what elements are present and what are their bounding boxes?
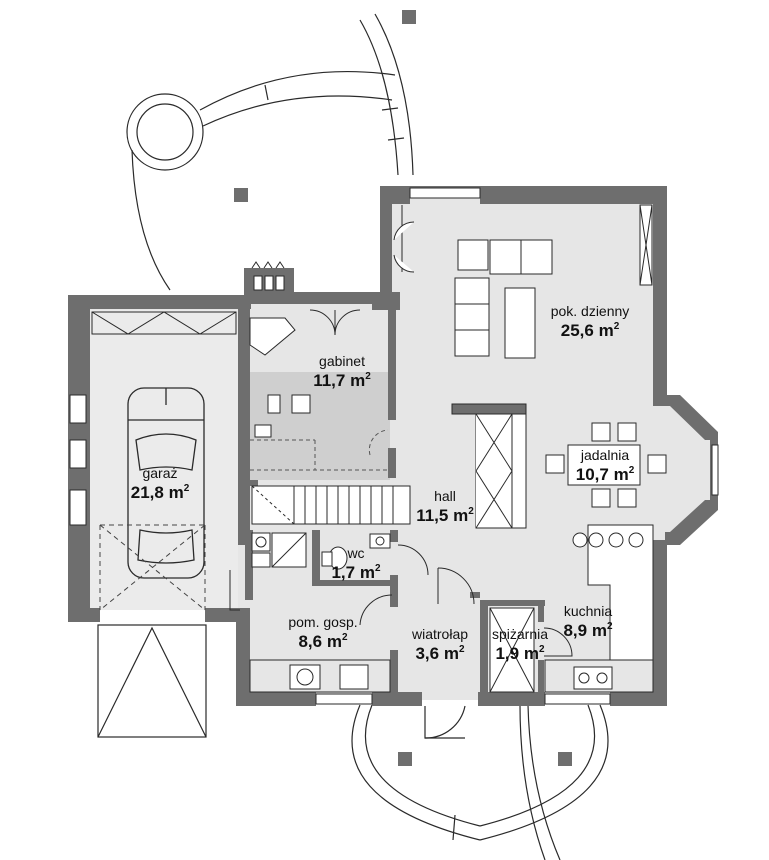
pantry-shelves [489, 607, 573, 693]
chimney-flues [251, 261, 285, 291]
room-vestibule: wiatrołap 3,6 m2 [411, 626, 469, 663]
garage-shelf [91, 311, 237, 335]
garden-path [126, 13, 414, 291]
utility-fixtures [229, 532, 393, 693]
vestibule-door [437, 567, 475, 605]
room-office: gabinet 11,7 m2 [313, 353, 371, 390]
wc-fixtures [321, 533, 429, 576]
floor-fills [80, 188, 710, 700]
stairs [251, 485, 411, 525]
entrance-steps [351, 704, 609, 860]
living-room-furniture [393, 205, 553, 359]
windows [69, 187, 719, 705]
room-garage: garaż 21,8 m2 [130, 465, 190, 502]
room-utility: pom. gosp. 8,6 m2 [288, 614, 358, 651]
kitchen-fittings [544, 524, 654, 693]
room-kitchen: kuchnia 8,9 m2 [563, 603, 613, 640]
dining-set [545, 422, 667, 508]
driveway [97, 624, 207, 738]
garden-lamp-posts [234, 10, 572, 766]
room-wc: wc 1,7 m2 [331, 545, 381, 582]
office-furniture [249, 309, 361, 438]
room-pantry: spiżarnia 1,9 m2 [491, 626, 549, 663]
room-dining: jadalnia 10,7 m2 [575, 447, 635, 484]
room-hall: hall 11,5 m2 [416, 488, 474, 525]
interior-walls [245, 300, 545, 695]
room-living-room: pok. dzienny 25,6 m2 [550, 303, 630, 340]
garage-door [99, 524, 206, 611]
office-dashed-lines [250, 429, 390, 471]
hall-wardrobe [451, 403, 527, 529]
